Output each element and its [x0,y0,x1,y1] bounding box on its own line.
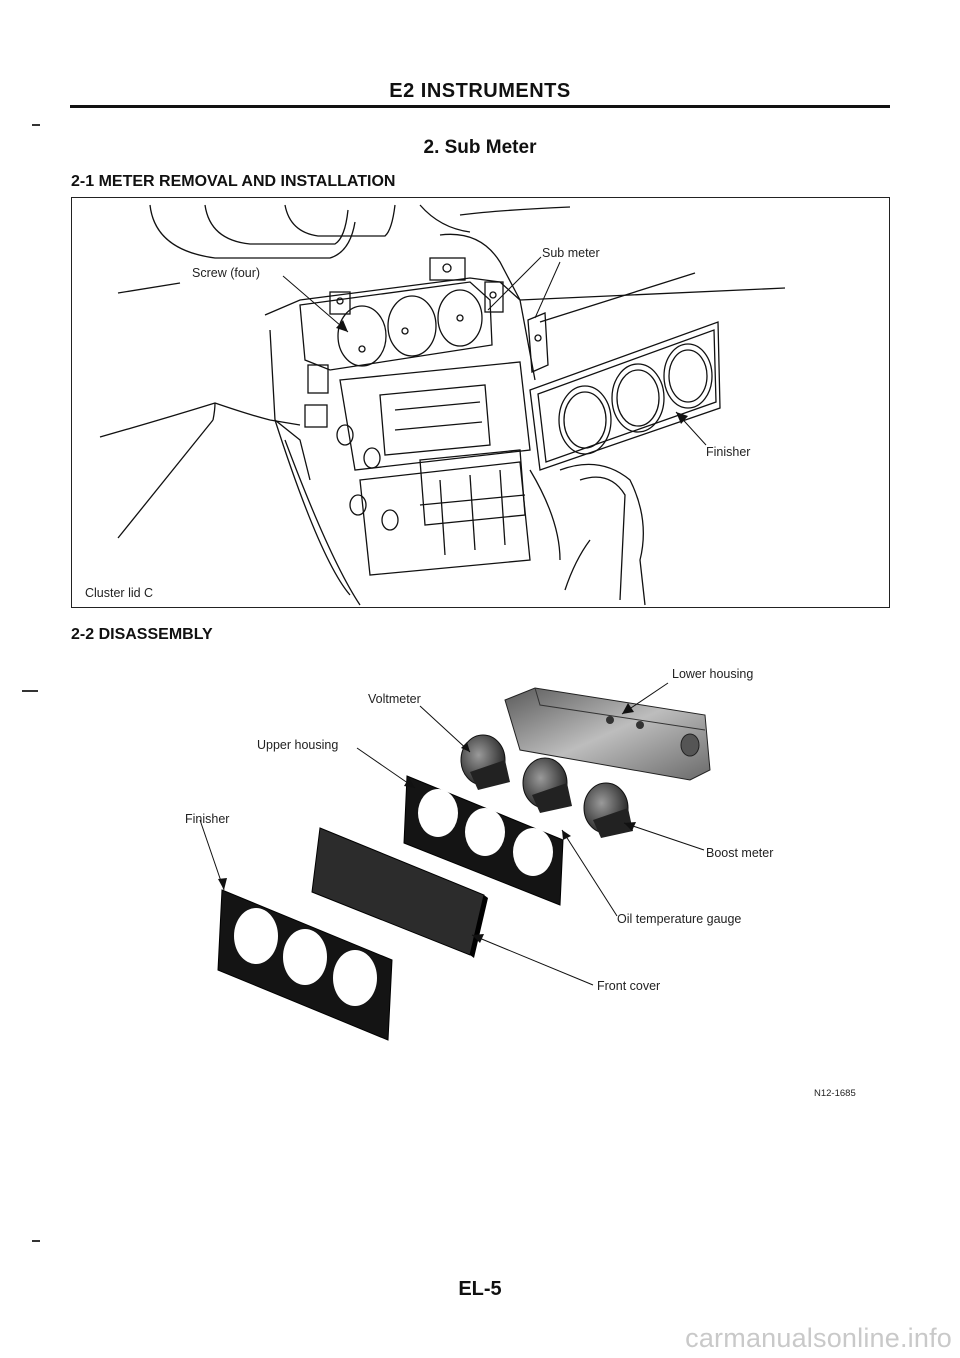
label-sub-meter: Sub meter [542,246,600,260]
label-lower-housing: Lower housing [672,667,754,681]
watermark: carmanualsonline.info [685,1323,952,1353]
chapter-title: E2 INSTRUMENTS [389,80,571,102]
label-finisher: Finisher [706,445,751,459]
margin-mark [22,690,38,692]
front-cover-illustration [311,827,488,958]
section-title: 2. Sub Meter [423,137,537,158]
margin-mark [32,124,40,126]
figure-removal-frame [71,197,890,608]
leader-lines-fig2 [199,682,705,986]
label-oil-temperature-gauge: Oil temperature gauge [617,912,742,926]
arrow-head [336,320,348,332]
boost-gauge-illustration [583,782,633,838]
dashboard-illustration [99,204,786,606]
label-finisher-2: Finisher [185,812,230,826]
section-heading-disassembly: 2-2 DISASSEMBLY [71,626,213,643]
label-upper-housing: Upper housing [257,738,339,752]
upper-housing-illustration [403,775,564,906]
chapter-rule [70,105,890,108]
oil-gauge-illustration [522,757,572,813]
lower-housing-illustration [504,687,711,781]
voltmeter-gauge-illustration [460,734,510,790]
label-voltmeter: Voltmeter [368,692,421,706]
figure-code: N12-1685 [814,1088,856,1099]
arrow-head [676,412,688,424]
leader-lines-fig1 [282,256,707,446]
arrow-heads-fig2 [218,703,636,943]
label-screw: Screw (four) [192,266,261,280]
finisher-illustration [217,889,393,1041]
label-boost-meter: Boost meter [706,846,774,860]
margin-mark [32,1240,40,1242]
section-heading-removal: 2-1 METER REMOVAL AND INSTALLATION [71,173,396,190]
label-front-cover: Front cover [597,979,661,993]
page-number: EL-5 [458,1278,502,1300]
label-cluster-lid: Cluster lid C [85,586,154,600]
